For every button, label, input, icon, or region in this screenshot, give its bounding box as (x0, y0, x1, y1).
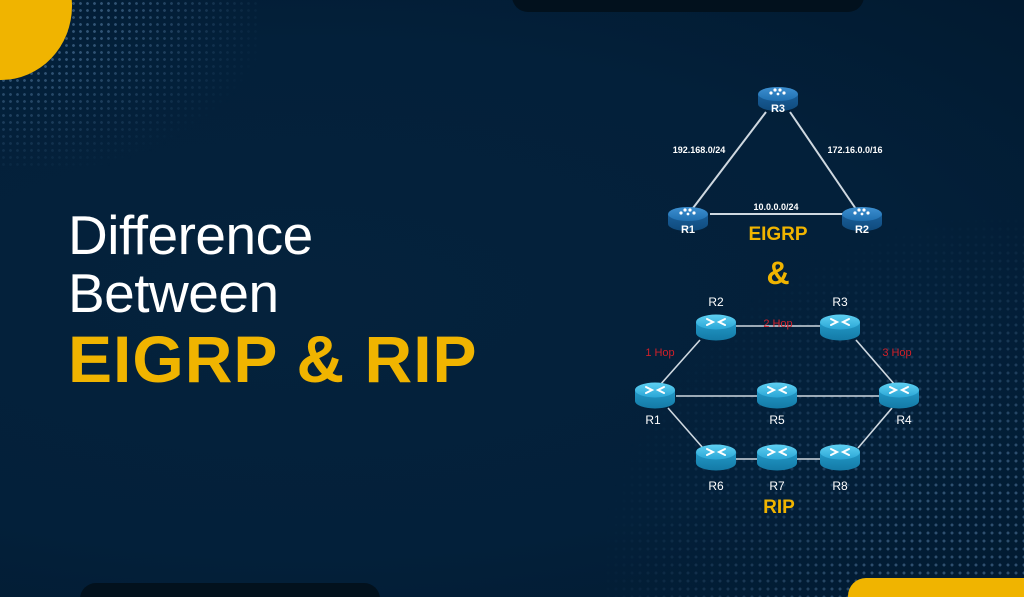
title-line-2: Between (68, 262, 279, 324)
ampersand: & (766, 255, 789, 291)
eigrp-link-label-r3-r2: 172.16.0.0/16 (827, 145, 882, 155)
title-line-1: Difference (68, 204, 313, 266)
eigrp-r3-label: R3 (771, 103, 785, 115)
rip-diagram: R2 R3 R1 R5 R4 R6 R7 R8 1 Hop 2 Hop 3 Ho… (634, 295, 920, 518)
rip-link-r1-r2 (659, 339, 701, 386)
rip-r4-label: R4 (896, 413, 912, 427)
decorative-dark-tab-bottom (80, 583, 380, 597)
eigrp-diagram: R3 R1 R2 192.168.0/24 172.16.0.0/16 10.0… (668, 87, 883, 245)
dot-pattern-bottom-right (604, 217, 1024, 597)
eigrp-r1-label: R1 (681, 224, 695, 236)
rip-router-r4-icon (878, 381, 920, 410)
eigrp-link-label-r1-r3: 192.168.0/24 (673, 145, 726, 155)
rip-r5-label: R5 (769, 413, 785, 427)
rip-caption: RIP (763, 497, 795, 518)
page-title: Difference Between EIGRP & RIP (68, 206, 478, 394)
rip-hop-label-2: 2 Hop (763, 318, 792, 330)
rip-router-r3-icon (819, 313, 861, 342)
eigrp-link-r3-r2 (789, 111, 859, 213)
rip-link-r1-r6 (667, 407, 704, 449)
rip-link-r8-r4 (857, 407, 893, 449)
rip-r1-label: R1 (645, 413, 661, 427)
rip-router-r7-icon (756, 443, 798, 472)
eigrp-link-r1-r3 (689, 111, 767, 213)
rip-router-r1-icon (634, 381, 676, 410)
title-line-3: EIGRP & RIP (68, 322, 478, 396)
eigrp-caption: EIGRP (748, 224, 807, 245)
rip-hop-label-3: 3 Hop (882, 347, 911, 359)
rip-link-r3-r4 (855, 339, 896, 386)
decorative-dark-tab-top (512, 0, 864, 12)
eigrp-link-label-r1-r2: 10.0.0.0/24 (753, 202, 798, 212)
rip-r3-label: R3 (832, 295, 848, 309)
rip-router-r6-icon (695, 443, 737, 472)
rip-r8-label: R8 (832, 479, 848, 493)
rip-router-r8-icon (819, 443, 861, 472)
eigrp-r2-label: R2 (855, 224, 869, 236)
rip-router-r5-icon (756, 381, 798, 410)
rip-r6-label: R6 (708, 479, 724, 493)
rip-r7-label: R7 (769, 479, 785, 493)
rip-r2-label: R2 (708, 295, 724, 309)
decorative-yellow-tab (848, 578, 1024, 597)
rip-router-r2-icon (695, 313, 737, 342)
rip-hop-label-1: 1 Hop (645, 347, 674, 359)
